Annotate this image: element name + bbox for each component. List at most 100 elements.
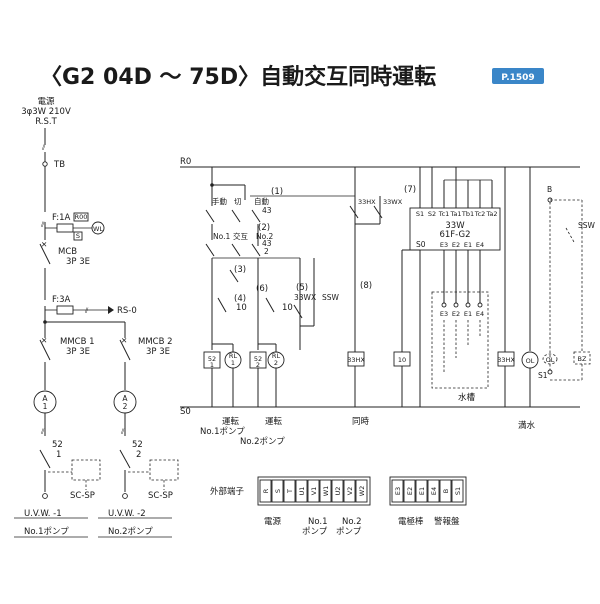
svg-text:✕: ✕ [121,336,127,345]
svg-text:2: 2 [123,402,128,411]
lamp-rl-2: RL 2 [267,351,285,369]
terminal-group1-cell [259,479,272,503]
r00-label: R00 [75,213,88,221]
svg-text:Tb1: Tb1 [461,210,474,218]
terminal-group2-cell [451,479,464,503]
fuse1-label: F:1A [52,213,71,223]
coil-52-2: 52 2 [249,351,267,369]
run2-pump-label: No.2ポンプ [240,437,285,447]
sw43-top-label: 43 [262,206,272,215]
mcb-label: MCB [58,247,77,257]
ten-1: 10 [236,303,247,313]
terminal-group1-label: S [274,489,282,493]
svg-text:33HX: 33HX [347,356,365,364]
no1-selector[interactable] [205,243,215,257]
no1-sel-label: No.1 [213,232,230,241]
mmcb1-switch [39,339,51,361]
relay-model: 61F-G2 [439,230,470,240]
terminal-group2-cell [427,479,440,503]
terminal-group1-label: W1 [322,486,330,497]
ammeter-2: A 2 [113,390,137,414]
svg-text:OL: OL [526,357,535,365]
phase-slash-3: ⫽ [84,306,89,315]
terminal-group2-cell [439,479,452,503]
ten-2: 10 [282,303,293,313]
s1-label: S1 [538,371,548,380]
auto-switch[interactable] [251,209,261,223]
tb-no2-caption: No.2 [342,517,362,527]
rs0-label: RS-0 [117,306,137,316]
tank-label: 水槽 [458,392,476,403]
terminal-group1-cell [295,479,308,503]
c3-label: (3) [234,265,246,275]
ol-dashed [542,353,558,365]
page-ref-badge-bg [492,68,544,84]
fuse-3a [56,305,74,315]
no2-selector[interactable] [251,243,261,257]
scsp1-label: SC-SP [70,491,95,501]
svg-text:OL: OL [546,356,555,364]
wl-label: WL [93,225,103,233]
terminal-group1-label: U1 [298,487,306,496]
rs0-arrow-icon [108,306,114,314]
svg-text:E3: E3 [440,241,448,249]
svg-text:Ta2: Ta2 [485,210,497,218]
mcb-spec: 3P 3E [66,257,90,267]
contactor1-label: 52 [52,440,63,450]
svg-text:⫽: ⫽ [40,427,45,436]
terminal-group1-cell [283,479,296,503]
mmcb2-switch [119,339,131,361]
tb-no1-pump-caption: ポンプ [302,527,328,537]
tank-electrodes: E3 E2 E1 E4 [440,310,484,318]
svg-text:1: 1 [231,359,235,367]
wl-lamp [91,221,105,235]
page-ref-badge[interactable]: P.1509 [492,68,544,84]
page-ref-text: P.1509 [501,73,534,83]
svg-text:S1: S1 [416,210,424,218]
svg-text:E1: E1 [464,241,472,249]
sel2-label: 2 [264,247,269,256]
tb-no1-caption: No.1 [308,517,328,527]
contactor1-num: 1 [56,450,61,460]
pump1-label: No.1ポンプ [24,527,69,537]
s-box [73,231,83,241]
svg-text:A: A [122,394,128,403]
phase-slash-top: ⫽ [41,143,46,152]
mcb-mark: ✕ [41,240,47,249]
terminal-group1-cell [343,479,356,503]
svg-text:1: 1 [43,402,48,411]
off-switch[interactable] [231,209,241,223]
off-label: 切 [234,197,242,206]
run2-label: 運転 [265,417,283,427]
terminal-group2-label: S1 [454,487,462,495]
mmcb1-label: MMCB 1 [60,337,95,347]
coil-33hx-right [497,351,515,367]
power-phases: R.S.T [35,117,57,127]
terminal-group1-label: R [262,488,270,493]
svg-text:52: 52 [208,355,216,363]
manual-switch[interactable] [205,209,215,223]
svg-text:A: A [42,394,48,403]
x33wx-contact-label: 33WX [383,198,403,206]
svg-text:2: 2 [256,361,260,369]
power-spec: 3φ3W 210V [21,107,71,117]
relay6-contact [265,297,275,313]
alt-selector[interactable] [231,243,241,257]
c7-label: (7) [404,185,416,195]
manual-label: 手動 [212,196,227,206]
contactor-1 [39,449,51,469]
svg-text:E4: E4 [476,310,484,318]
lamp-rl-1: RL 1 [224,351,242,369]
tb-terminal [42,161,48,167]
terminal-group1-cell [331,479,344,503]
simul-label: 同時 [352,417,370,427]
tb-label: TB [53,160,65,170]
uvw2-label: U.V.W. -2 [108,509,146,519]
phase-slash-2: ⫽ [40,220,45,229]
s-label: S [76,232,80,240]
full-water-label: 満水 [518,420,536,431]
ssw-right-label: SSW [578,221,596,230]
svg-text:1: 1 [210,361,214,369]
terminal-group1-label: V2 [346,487,354,496]
